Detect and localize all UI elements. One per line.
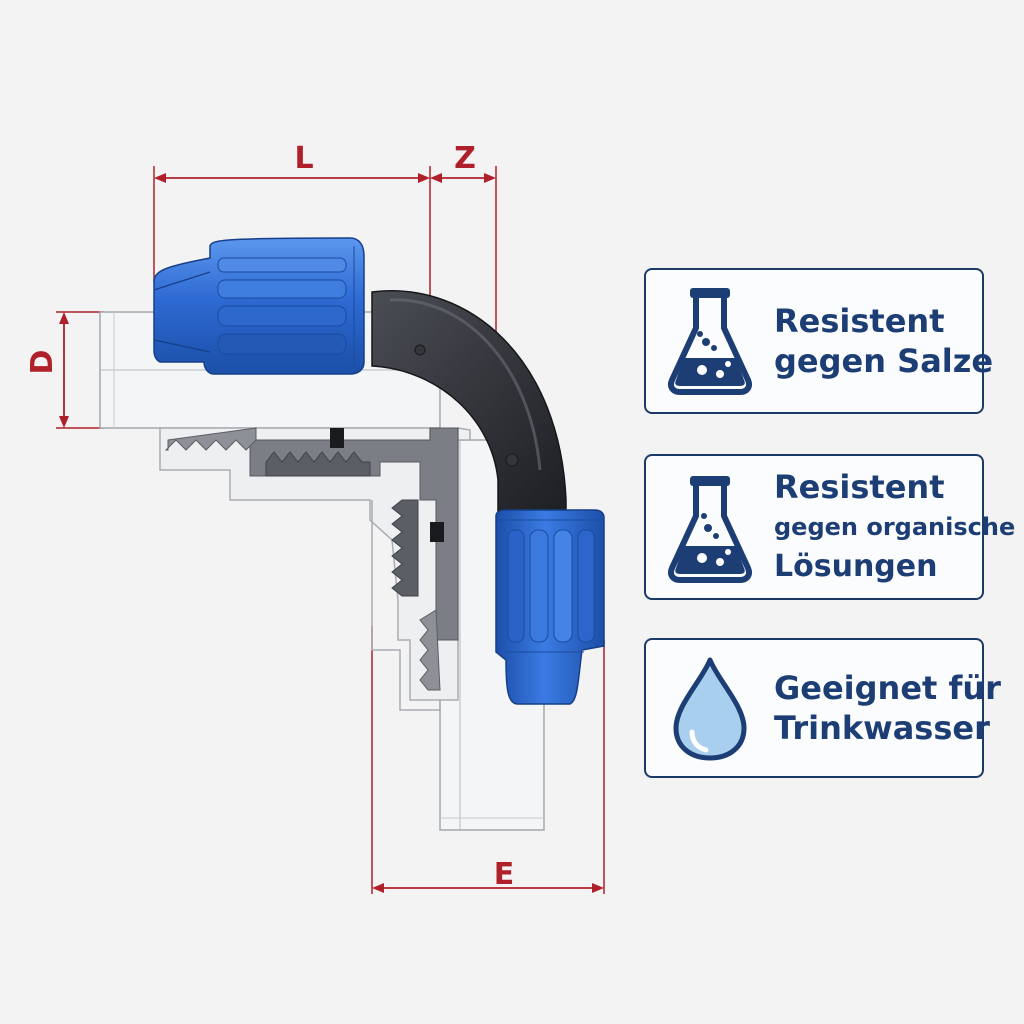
flask-icon: [668, 476, 752, 583]
feature-2-line-3: Lösungen: [774, 549, 938, 584]
feature-2-line-2: gegen organische: [774, 513, 1016, 541]
flask-icon: [668, 288, 752, 395]
feature-2-line-1: Resistent: [774, 468, 945, 506]
feature-1-line-1: Resistent: [774, 302, 945, 340]
o-ring-vertical: [430, 522, 444, 542]
feature-3-line-2: Trinkwasser: [774, 709, 990, 747]
dimension-z: Z: [430, 141, 497, 470]
dimension-d: D: [25, 311, 104, 429]
horizontal-cap-nut: [153, 237, 365, 375]
feature-card-drinking-water: Geeignet für Trinkwasser: [644, 638, 1001, 778]
dimension-e: E: [371, 626, 605, 894]
cutaway-body: [159, 427, 471, 711]
dimension-label-l: L: [294, 141, 313, 176]
feature-3-line-1: Geeignet für: [774, 669, 1001, 707]
dimension-label-d: D: [25, 350, 60, 375]
dimension-label-e: E: [494, 857, 515, 892]
o-ring-horizontal: [330, 428, 344, 448]
elbow-body: [371, 290, 567, 513]
water-drop-icon: [673, 657, 747, 761]
feature-1-line-2: gegen Salze: [774, 342, 994, 380]
feature-card-organic-solvents: Resistent gegen organische Lösungen: [644, 454, 1016, 600]
vertical-cap-nut: [495, 509, 605, 705]
feature-card-salts: Resistent gegen Salze: [644, 268, 994, 414]
dimension-label-z: Z: [454, 141, 476, 176]
